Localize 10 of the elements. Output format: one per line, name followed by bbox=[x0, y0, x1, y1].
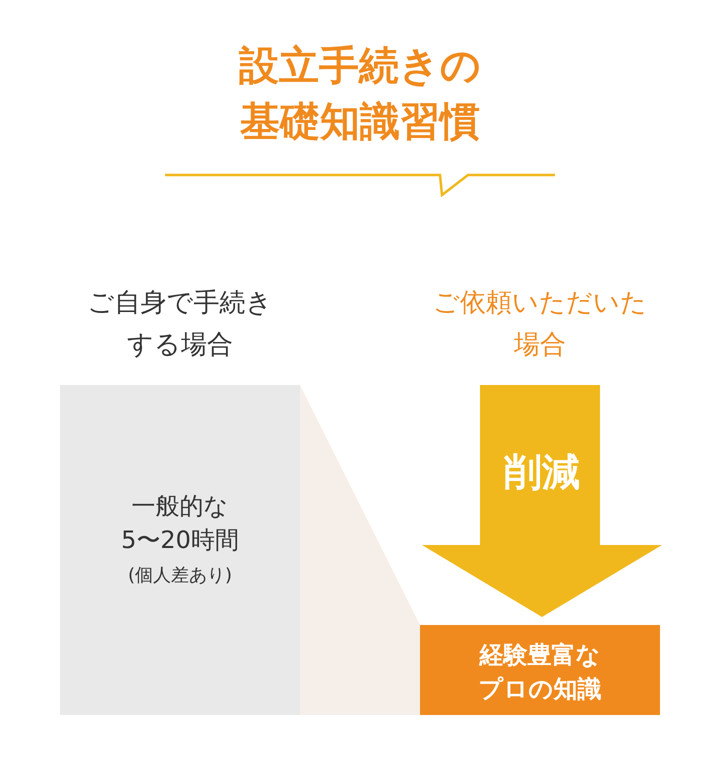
time-text: 一般的な bbox=[130, 491, 230, 522]
time-text: 5〜20時間 bbox=[120, 524, 240, 556]
note-text: (個人差あり) bbox=[126, 564, 234, 588]
arrow-label: 削減 bbox=[503, 450, 581, 496]
knowledge-box bbox=[420, 625, 660, 715]
title: 設立手続きの基礎知識習慣 bbox=[238, 42, 482, 147]
column-heading: ご依頼いただいた場合 bbox=[432, 287, 648, 362]
box-label: 経験豊富なプロの知識 bbox=[478, 640, 602, 705]
down-arrow-shape bbox=[422, 385, 662, 617]
column-heading: ご自身で手続きする場合 bbox=[86, 287, 274, 362]
